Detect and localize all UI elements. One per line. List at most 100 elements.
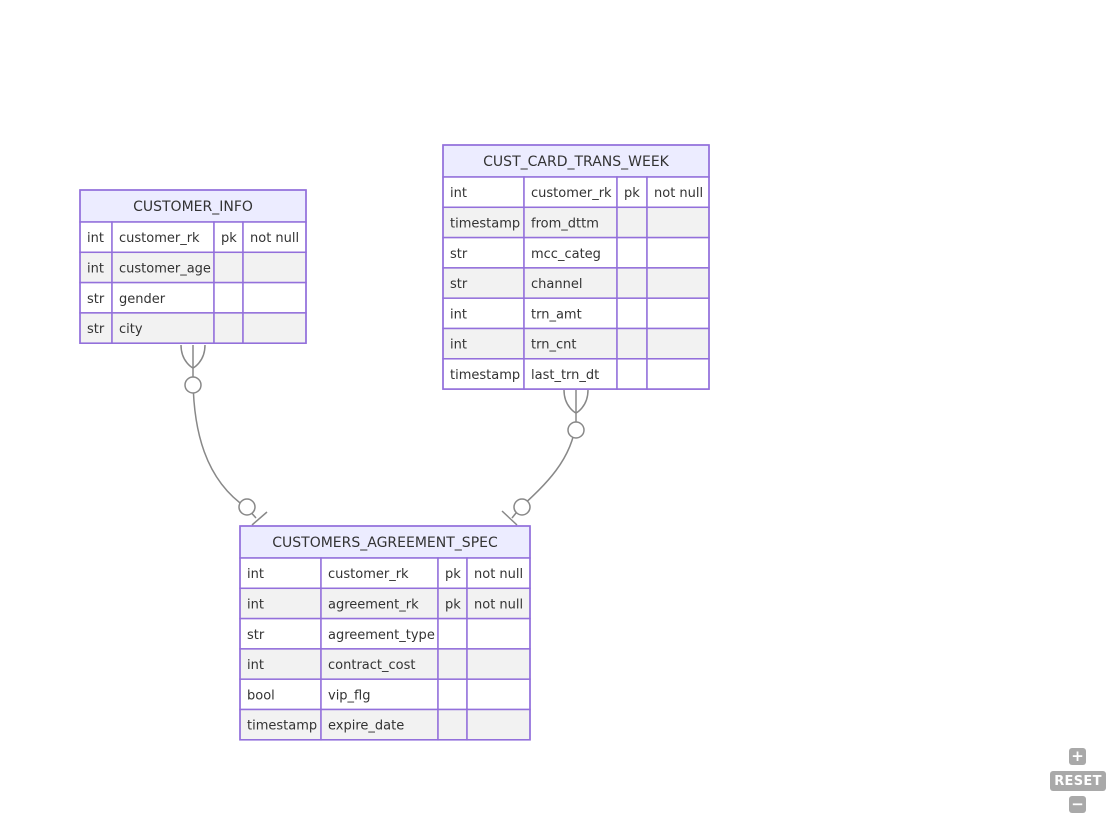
attribute-cell [239,708,322,741]
zoom-in-button[interactable]: + [1069,748,1086,765]
attribute-name: customer_rk [119,231,200,246]
attribute-type: int [247,567,264,582]
attribute-name: from_dttm [531,216,599,231]
attribute-type: bool [247,688,275,703]
attribute-cell [646,176,710,209]
attribute-cell [437,708,468,741]
attribute-type: int [450,307,467,322]
entity-border [442,144,710,390]
entity-border [79,189,307,344]
relationship-layer [180,344,589,526]
attribute-cell [466,708,531,741]
attribute-name: agreement_type [328,628,435,643]
cardinality-one-tick-icon [251,511,268,526]
attribute-key: pk [445,567,461,582]
attribute-name: agreement_rk [328,597,419,612]
attribute-cell [646,358,710,390]
reset-zoom-button[interactable]: RESET [1050,771,1106,791]
attribute-type: int [450,186,467,201]
entity-title: CUSTOMER_INFO [133,199,253,215]
attribute-name: city [119,322,143,337]
attribute-cell [646,327,710,360]
attribute-cell [442,297,525,330]
attribute-name: mcc_categ [531,247,601,262]
attribute-cell [437,617,468,650]
attribute-name: customer_rk [531,186,612,201]
attribute-cell [79,221,113,254]
attribute-cell [616,327,648,360]
attribute-name: contract_cost [328,658,415,673]
attribute-cell [442,358,525,390]
attribute-row: timestamp expire_date [239,708,531,741]
attribute-type: str [450,247,468,262]
attribute-type: int [247,658,264,673]
attribute-cell [646,297,710,330]
attribute-type: str [87,292,105,307]
attribute-key: pk [445,597,461,612]
attribute-cell [616,236,648,269]
attribute-type: str [247,628,265,643]
attribute-cell [320,617,439,650]
attribute-cell [213,312,244,344]
attribute-cell [437,678,468,711]
attribute-row: int agreement_rk pk not null [239,587,531,620]
attribute-cell [213,251,244,284]
attribute-cell [646,206,710,239]
attribute-name: expire_date [328,719,404,734]
attribute-cell [242,251,307,284]
attribute-cell [616,358,648,390]
attribute-name: last_trn_dt [531,368,599,383]
relationship-card-trans-agreement-spec [501,389,589,526]
attribute-cell [320,557,439,590]
zoom-controls: + RESET − [1050,746,1106,816]
entity-title: CUST_CARD_TRANS_WEEK [483,154,670,170]
attribute-cell [242,281,307,314]
attribute-type: str [87,322,105,337]
attribute-row: str agreement_type [239,617,531,650]
attribute-cell [616,297,648,330]
attribute-cell [646,236,710,269]
attribute-cell [523,327,618,360]
crows-foot-many-icon [563,389,589,414]
attribute-cell [213,221,244,254]
attribute-cell [466,617,531,650]
attribute-cell [466,678,531,711]
attribute-constraint: not null [654,186,703,201]
attribute-type: timestamp [247,719,317,734]
attribute-constraint: not null [474,597,523,612]
crows-foot-many-icon [180,344,206,369]
attribute-type: int [87,261,104,276]
attribute-type: timestamp [450,368,520,383]
attribute-cell [523,236,618,269]
attribute-cell [523,206,618,239]
cardinality-zero-icon [238,498,256,516]
attribute-key: pk [624,186,640,201]
attribute-cell [213,281,244,314]
attribute-type: int [247,597,264,612]
entity-border [239,525,531,741]
attribute-cell [437,648,468,680]
attribute-row: timestamp last_trn_dt [442,358,710,390]
attribute-cell [320,587,439,620]
attribute-cell [239,648,322,680]
zoom-out-button[interactable]: − [1069,796,1086,813]
attribute-cell [616,267,648,299]
attribute-constraint: not null [250,231,299,246]
attribute-cell [646,267,710,299]
entity-title: CUSTOMERS_AGREEMENT_SPEC [272,535,498,551]
cardinality-one-tick-icon [501,510,518,526]
attribute-row: str mcc_categ [442,236,710,269]
attribute-cell [79,281,113,314]
attribute-cell [466,557,531,590]
cardinality-zero-icon [513,498,531,516]
attribute-name: customer_rk [328,567,409,582]
attribute-cell [437,587,468,620]
